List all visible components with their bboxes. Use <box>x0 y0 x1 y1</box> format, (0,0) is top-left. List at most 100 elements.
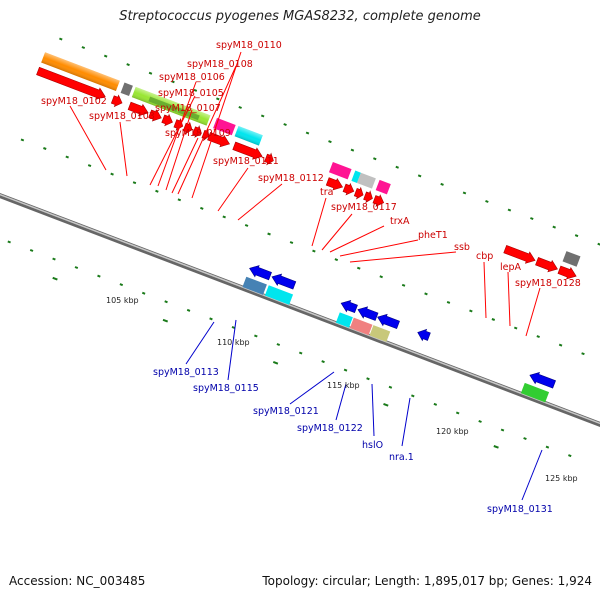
reverse-gene-arrow[interactable] <box>339 298 358 315</box>
gene-label[interactable]: ssb <box>454 242 470 253</box>
scale-label: 110 kbp <box>217 338 250 347</box>
forward-gene-arrow[interactable] <box>372 194 386 209</box>
cog-block-magenta[interactable] <box>375 179 391 195</box>
cog-block-lightgray[interactable] <box>356 172 376 189</box>
tick-mark <box>597 242 600 246</box>
cog-block-magenta[interactable] <box>213 117 236 136</box>
accession-label: Accession: NC_003485 <box>9 574 146 588</box>
tick-mark <box>272 360 279 365</box>
tick-mark <box>356 266 361 270</box>
gene-label[interactable]: spyM18_0110 <box>216 40 282 51</box>
gene-label[interactable]: spyM18_0109 <box>165 128 231 139</box>
tick-mark <box>507 208 512 212</box>
tick-mark <box>500 428 505 432</box>
tick-mark <box>424 292 428 296</box>
gene-label[interactable]: hslO <box>362 440 383 451</box>
reverse-gene-arrow[interactable] <box>416 327 431 342</box>
gene-label[interactable]: spyM18_0112 <box>258 173 324 184</box>
tick-mark <box>87 164 92 168</box>
gene-label[interactable]: tra <box>320 187 333 198</box>
forward-gene-arrow[interactable] <box>232 140 264 162</box>
gene-label[interactable]: spyM18_0117 <box>331 202 397 213</box>
tick-mark <box>97 274 101 278</box>
forward-gene-arrow[interactable] <box>535 256 560 275</box>
gene-label[interactable]: lepA <box>500 262 522 273</box>
cog-block-cyan[interactable] <box>264 285 294 305</box>
tick-mark <box>558 343 563 347</box>
outer-cog-track <box>41 52 581 267</box>
gene-label[interactable]: nra.1 <box>389 452 414 463</box>
forward-gene-arrow[interactable] <box>161 113 175 128</box>
forward-gene-arrow[interactable] <box>353 186 366 200</box>
gene-label[interactable]: spyM18_0128 <box>515 278 581 289</box>
tick-mark <box>383 402 389 407</box>
scale-labels: 105 kbp 110 kbp 115 kbp 120 kbp 125 kbp <box>106 296 578 483</box>
cog-block-magenta[interactable] <box>328 162 352 180</box>
inner-gene-labels: spyM18_0113 spyM18_0115 spyM18_0121 spyM… <box>153 367 553 515</box>
cog-block-gray[interactable] <box>562 251 581 267</box>
tick-mark <box>373 157 377 161</box>
gene-label[interactable]: spyM18_0111 <box>213 156 279 167</box>
tick-marks <box>7 37 600 458</box>
forward-gene-arrow[interactable] <box>148 108 163 123</box>
cog-block-salmon[interactable] <box>349 317 373 336</box>
gene-label[interactable]: spyM18_0102 <box>41 96 107 107</box>
forward-gene-arrow[interactable] <box>36 65 108 102</box>
tick-mark <box>148 71 153 75</box>
forward-gene-arrow[interactable] <box>192 125 204 139</box>
cog-block-cyan[interactable] <box>335 312 353 328</box>
tick-mark <box>491 318 496 321</box>
gene-label[interactable]: spyM18_0115 <box>193 383 259 394</box>
tick-mark <box>164 300 168 304</box>
scale-label: 125 kbp <box>545 474 578 483</box>
tick-mark <box>350 148 355 152</box>
reverse-gene-arrow[interactable] <box>247 263 272 282</box>
reverse-gene-arrow[interactable] <box>270 271 297 291</box>
tick-mark <box>568 454 572 458</box>
cog-block-cyan[interactable] <box>351 170 361 183</box>
tick-mark <box>103 54 108 58</box>
gene-label[interactable]: spyM18_0103 <box>89 111 155 122</box>
tick-mark <box>485 199 489 203</box>
gene-label[interactable]: trxA <box>390 216 410 227</box>
gene-label[interactable]: spyM18_0107 <box>155 103 221 114</box>
tick-mark <box>59 37 63 41</box>
gene-label[interactable]: spyM18_0121 <box>253 406 319 417</box>
tick-mark <box>244 223 249 227</box>
cog-block-khaki[interactable] <box>369 325 391 342</box>
gene-label[interactable]: spyM18_0105 <box>158 88 224 99</box>
forward-gene-arrow[interactable] <box>110 94 125 109</box>
forward-gene-arrow[interactable] <box>264 152 276 166</box>
forward-gene-arrow[interactable] <box>127 100 150 118</box>
gene-label[interactable]: pheT1 <box>418 230 448 241</box>
cog-block-green[interactable] <box>520 382 550 403</box>
forward-gene-arrow[interactable] <box>342 182 356 197</box>
gene-label[interactable]: spyM18_0108 <box>187 59 253 70</box>
forward-gene-arrow[interactable] <box>557 264 578 282</box>
gene-label[interactable]: spyM18_0131 <box>487 504 553 515</box>
gene-label[interactable]: spyM18_0113 <box>153 367 219 378</box>
reverse-gene-arrow[interactable] <box>375 311 400 330</box>
tick-mark <box>200 206 204 210</box>
tick-mark <box>186 308 191 312</box>
outer-gene-labels: spyM18_0110 spyM18_0108 spyM18_0106 spyM… <box>41 40 581 289</box>
tick-mark <box>81 46 86 50</box>
tick-mark <box>321 360 325 364</box>
reverse-gene-arrow[interactable] <box>528 370 557 390</box>
gene-label[interactable]: spyM18_0122 <box>297 423 363 434</box>
gene-label[interactable]: cbp <box>476 251 493 262</box>
gene-label[interactable]: spyM18_0106 <box>159 72 225 83</box>
forward-gene-arrow[interactable] <box>325 176 344 193</box>
forward-gene-arrow[interactable] <box>503 243 537 266</box>
cog-block-gray[interactable] <box>120 82 133 97</box>
reverse-gene-arrow[interactable] <box>356 304 379 322</box>
forward-gene-arrow[interactable] <box>363 190 375 204</box>
tick-mark <box>379 275 383 279</box>
tick-mark <box>312 249 316 253</box>
cog-block-steelblue[interactable] <box>242 276 267 295</box>
forward-strand-track <box>36 65 578 282</box>
tick-mark <box>141 291 146 295</box>
tick-mark <box>216 97 220 101</box>
tick-mark <box>462 191 467 195</box>
